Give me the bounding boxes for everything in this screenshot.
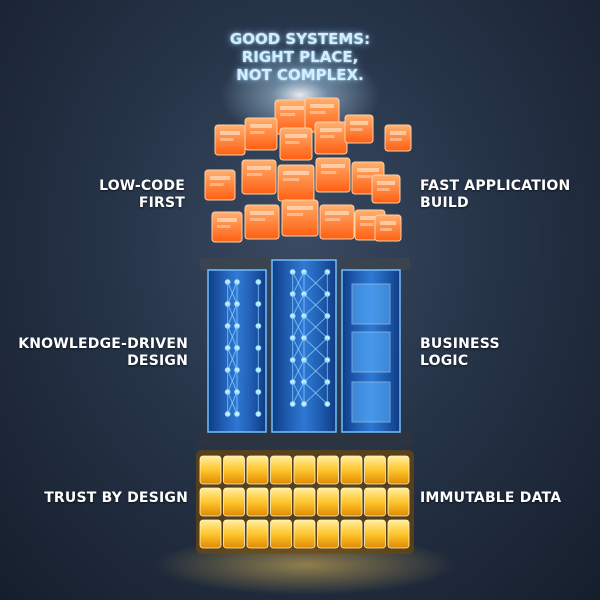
data-block (387, 455, 410, 485)
app-cube (281, 199, 319, 237)
network-node (289, 401, 296, 407)
data-base-layer (196, 450, 414, 554)
label-knowledge-driven-design: KNOWLEDGE-DRIVEN DESIGN (18, 336, 188, 369)
data-block (340, 487, 363, 517)
label-immutable-data: IMMUTABLE DATA (420, 490, 562, 506)
data-block (340, 519, 363, 549)
network-node (224, 411, 231, 417)
data-block (246, 519, 269, 549)
data-block (199, 487, 222, 517)
data-block (364, 455, 386, 485)
logic-pillars-layer (198, 258, 412, 446)
low-code-cube-layer (204, 97, 412, 243)
data-block (223, 455, 245, 485)
data-block (246, 487, 269, 517)
label-fast-application-build: FAST APPLICATION BUILD (420, 178, 571, 211)
headline: GOOD SYSTEMS: RIGHT PLACE, NOT COMPLEX. (229, 30, 371, 84)
app-cube (319, 204, 355, 240)
app-cube (277, 164, 315, 202)
data-block (293, 487, 316, 517)
data-block (317, 519, 339, 549)
data-block (246, 455, 269, 485)
label-business-logic: BUSINESS LOGIC (420, 336, 500, 369)
data-block (270, 455, 292, 485)
app-cube (241, 159, 277, 195)
label-trust-by-design: TRUST BY DESIGN (44, 490, 188, 506)
app-cube (315, 157, 351, 193)
data-block (317, 487, 339, 517)
network-node (324, 401, 331, 407)
data-block (223, 487, 245, 517)
data-block (387, 519, 410, 549)
data-block (364, 487, 386, 517)
network-node (234, 411, 240, 417)
document-panels (351, 283, 391, 423)
app-cube (244, 204, 280, 240)
data-block (270, 519, 292, 549)
network-node (301, 401, 307, 407)
data-block (293, 455, 316, 485)
data-block (340, 455, 363, 485)
data-block (270, 487, 292, 517)
data-block (317, 455, 339, 485)
data-block (364, 519, 386, 549)
data-block (293, 519, 316, 549)
data-block (199, 519, 222, 549)
label-low-code-first: LOW-CODE FIRST (99, 178, 185, 211)
data-block (223, 519, 245, 549)
data-block (199, 455, 222, 485)
data-block (387, 487, 410, 517)
network-node (255, 411, 262, 417)
